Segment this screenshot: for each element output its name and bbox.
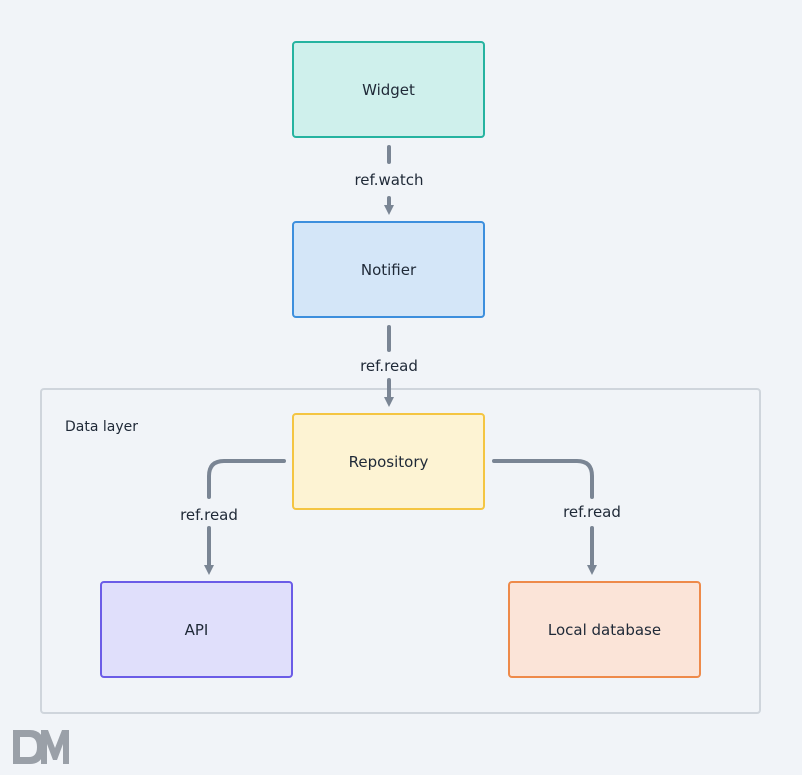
dm-logo-icon [13, 730, 69, 764]
edge-label-ref-watch: ref.watch [354, 171, 423, 189]
node-repository: Repository [292, 413, 485, 510]
edge-repository-to-api: ref.read [180, 459, 286, 575]
edge-label-ref-read: ref.read [180, 506, 238, 524]
data-layer-group: Data layer [40, 388, 761, 714]
edge-line [207, 459, 286, 499]
node-notifier-label: Notifier [361, 261, 417, 279]
edge-label-ref-read: ref.read [563, 503, 621, 521]
node-notifier: Notifier [292, 221, 485, 318]
edge-repository-to-local-database: ref.read [492, 459, 621, 575]
edge-widget-to-notifier: ref.watch [354, 145, 424, 215]
node-api: API [100, 581, 293, 678]
node-local-database: Local database [508, 581, 701, 678]
node-api-label: API [185, 621, 209, 639]
edge-label-ref-read: ref.read [360, 357, 418, 375]
edge-notifier-to-repository: ref.read [360, 325, 418, 407]
node-widget-label: Widget [362, 81, 415, 99]
node-local-database-label: Local database [548, 621, 661, 639]
data-layer-label: Data layer [65, 419, 138, 435]
edge-line [492, 459, 594, 499]
node-repository-label: Repository [349, 453, 429, 471]
node-widget: Widget [292, 41, 485, 138]
